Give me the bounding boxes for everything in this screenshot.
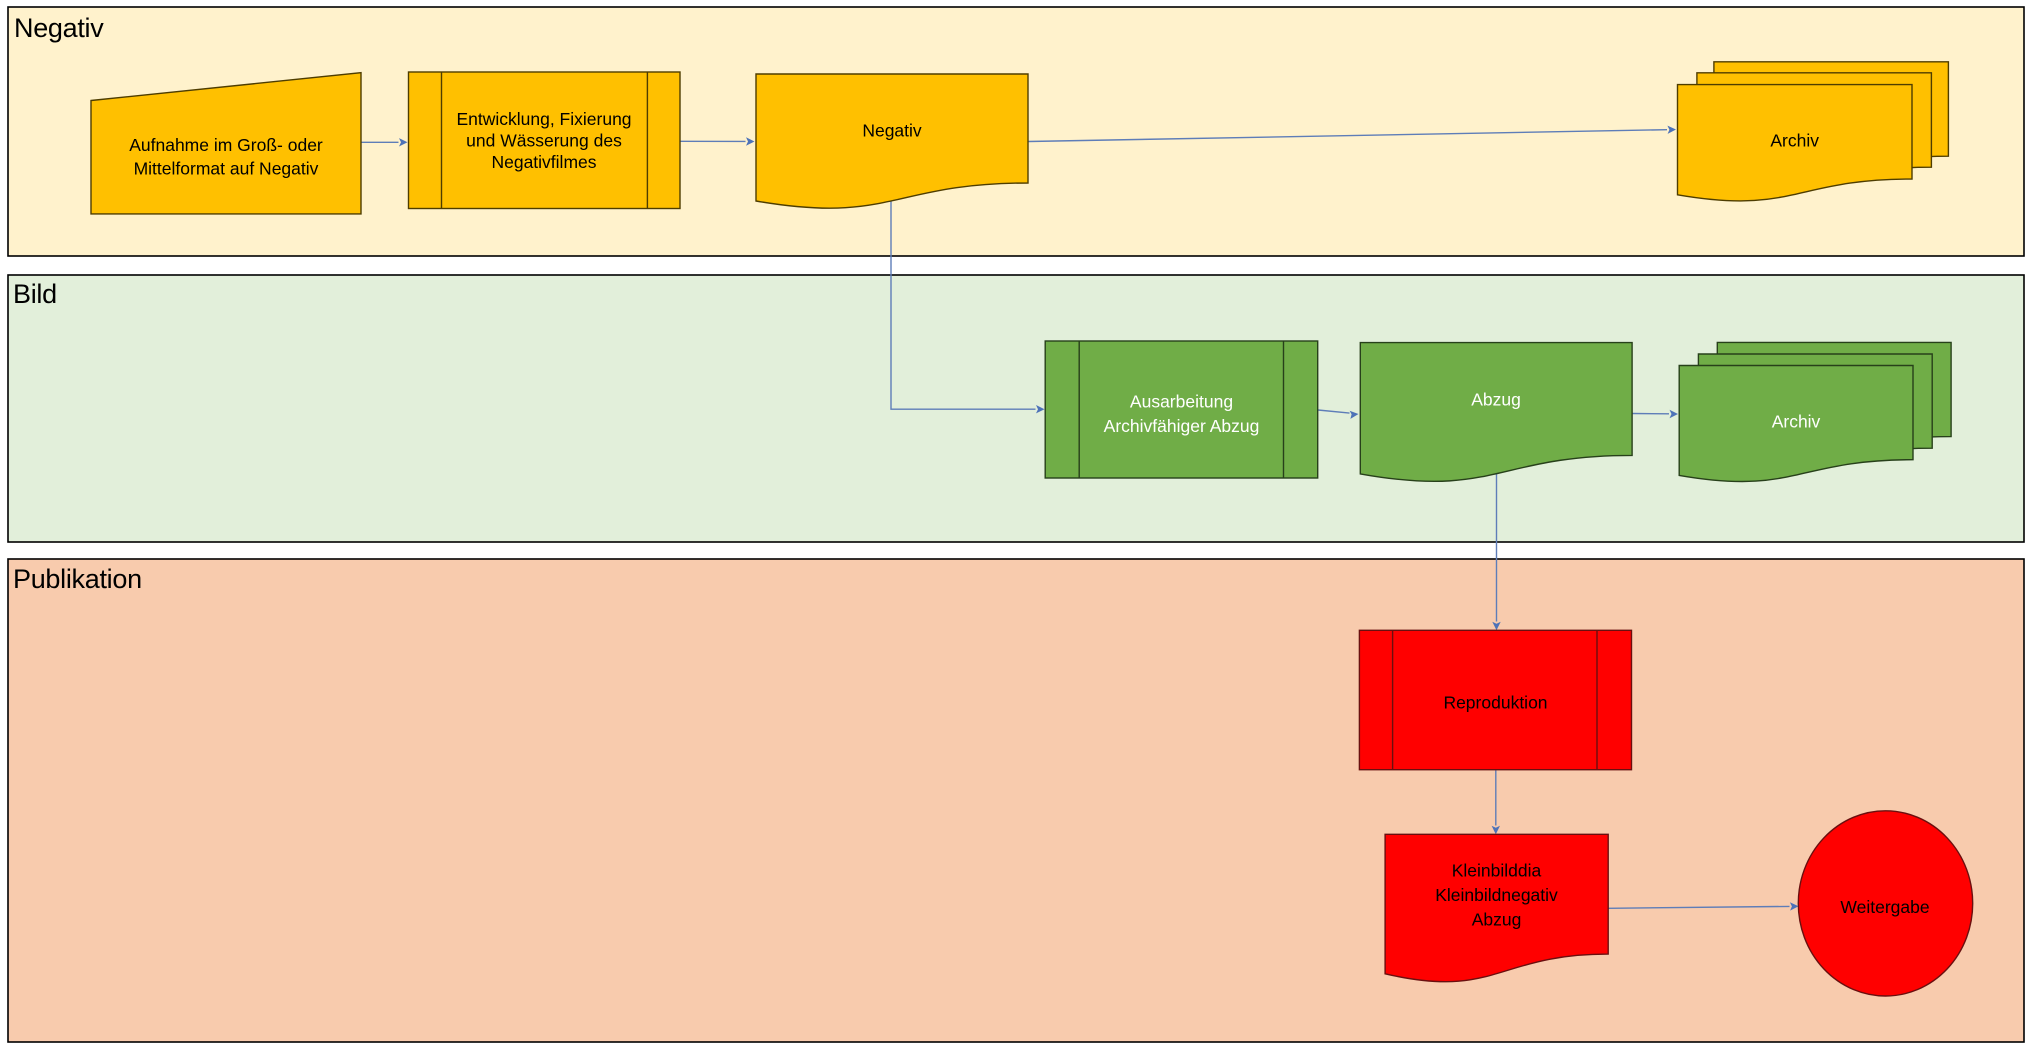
svg-text:Archiv: Archiv [1772,411,1821,431]
svg-text:Publikation: Publikation [13,564,142,594]
svg-text:Reproduktion: Reproduktion [1443,692,1547,712]
svg-text:Archiv: Archiv [1770,130,1819,150]
svg-text:Bild: Bild [13,279,57,309]
svg-text:Abzug: Abzug [1471,389,1521,409]
svg-text:Negativ: Negativ [14,13,104,43]
svg-text:Negativ: Negativ [862,121,922,141]
svg-text:Weitergabe: Weitergabe [1840,897,1929,917]
